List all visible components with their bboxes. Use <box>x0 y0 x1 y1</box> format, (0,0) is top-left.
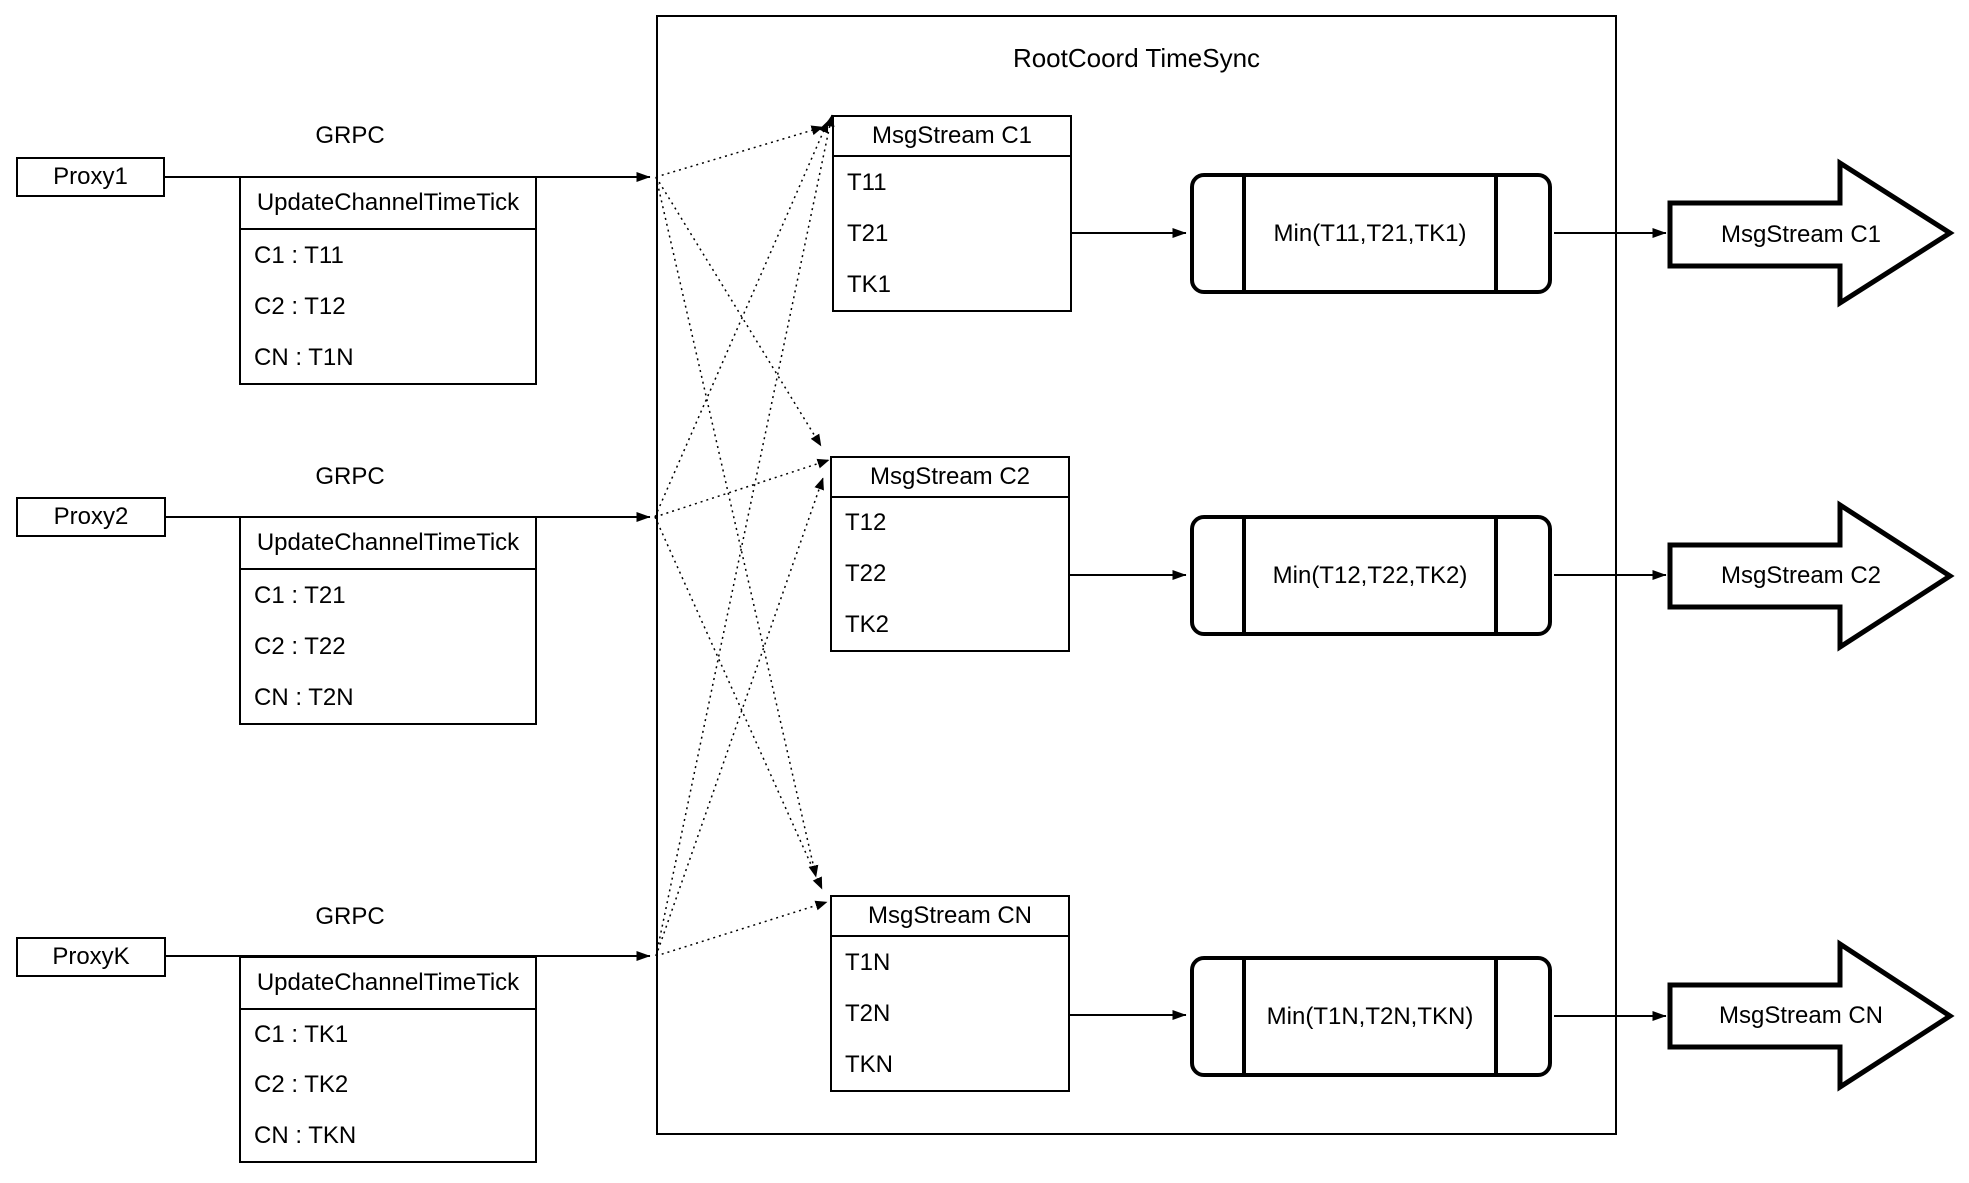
table-row: C1 : T21 <box>254 581 346 609</box>
output-label-msgstream-c1: MsgStream C1 <box>1720 220 1882 248</box>
table-row: TK2 <box>845 610 890 638</box>
proxy1-timetick-table: UpdateChannelTimeTick C1 : T11 C2 : T12 … <box>239 176 537 385</box>
table-row: C2 : TK2 <box>254 1071 349 1099</box>
table-row: T21 <box>847 219 889 247</box>
output-label-msgstream-cn: MsgStream CN <box>1718 1002 1884 1029</box>
table-row: C1 : T11 <box>254 241 344 269</box>
output-label-msgstream-c2: MsgStream C2 <box>1720 562 1882 589</box>
proxyk-box: ProxyK <box>16 937 166 977</box>
table-row: CN : T2N <box>254 683 354 711</box>
min-box-right-bar <box>1494 960 1498 1073</box>
msgstream-c1-table: MsgStream C1 T11 T21 TK1 <box>832 115 1072 312</box>
table-row: T11 <box>847 168 887 196</box>
table-row: TKN <box>845 1050 893 1078</box>
proxy1-timetick-table-header: UpdateChannelTimeTick <box>241 178 535 230</box>
min-label-cn: Min(T1N,T2N,TKN) <box>1266 1002 1474 1030</box>
table-row: CN : TKN <box>254 1121 357 1149</box>
min-box-left-bar <box>1242 177 1246 290</box>
table-row: T2N <box>845 999 891 1027</box>
msgstream-c2-table: MsgStream C2 T12 T22 TK2 <box>830 456 1070 652</box>
proxyk-timetick-table: UpdateChannelTimeTick C1 : TK1 C2 : TK2 … <box>239 956 537 1163</box>
table-row: T12 <box>845 509 887 537</box>
msgstream-c1-table-header: MsgStream C1 <box>834 117 1070 157</box>
proxy1-box: Proxy1 <box>16 157 165 197</box>
proxyk-timetick-table-header: UpdateChannelTimeTick <box>241 958 535 1010</box>
table-row: T1N <box>845 948 891 976</box>
table-row: C1 : TK1 <box>254 1021 349 1049</box>
rootcoord-container-title: RootCoord TimeSync <box>1012 42 1261 73</box>
proxy2-box: Proxy2 <box>16 497 166 537</box>
grpc-label-proxyk: GRPC <box>315 903 385 930</box>
min-label-c1: Min(T11,T21,TK1) <box>1273 219 1467 247</box>
table-row: CN : T1N <box>254 343 354 371</box>
min-box-left-bar <box>1242 960 1246 1073</box>
grpc-label-proxy1: GRPC <box>315 122 385 149</box>
msgstream-cn-table: MsgStream CN T1N T2N TKN <box>830 895 1070 1092</box>
msgstream-cn-table-header: MsgStream CN <box>832 897 1068 937</box>
min-box-right-bar <box>1494 177 1498 290</box>
min-label-c2: Min(T12,T22,TK2) <box>1272 561 1468 589</box>
min-box-right-bar <box>1494 519 1498 632</box>
min-box-c1: Min(T11,T21,TK1) <box>1190 173 1552 294</box>
min-box-c2: Min(T12,T22,TK2) <box>1190 515 1552 636</box>
table-row: C2 : T12 <box>254 292 346 320</box>
min-box-cn: Min(T1N,T2N,TKN) <box>1190 956 1552 1077</box>
table-row: C2 : T22 <box>254 632 346 660</box>
table-row: T22 <box>845 560 887 587</box>
table-row: TK1 <box>847 270 892 298</box>
proxy2-timetick-table-header: UpdateChannelTimeTick <box>241 518 535 570</box>
grpc-label-proxy2: GRPC <box>315 463 385 490</box>
proxy2-timetick-table: UpdateChannelTimeTick C1 : T21 C2 : T22 … <box>239 516 537 725</box>
msgstream-c2-table-header: MsgStream C2 <box>832 458 1068 498</box>
min-box-left-bar <box>1242 519 1246 632</box>
